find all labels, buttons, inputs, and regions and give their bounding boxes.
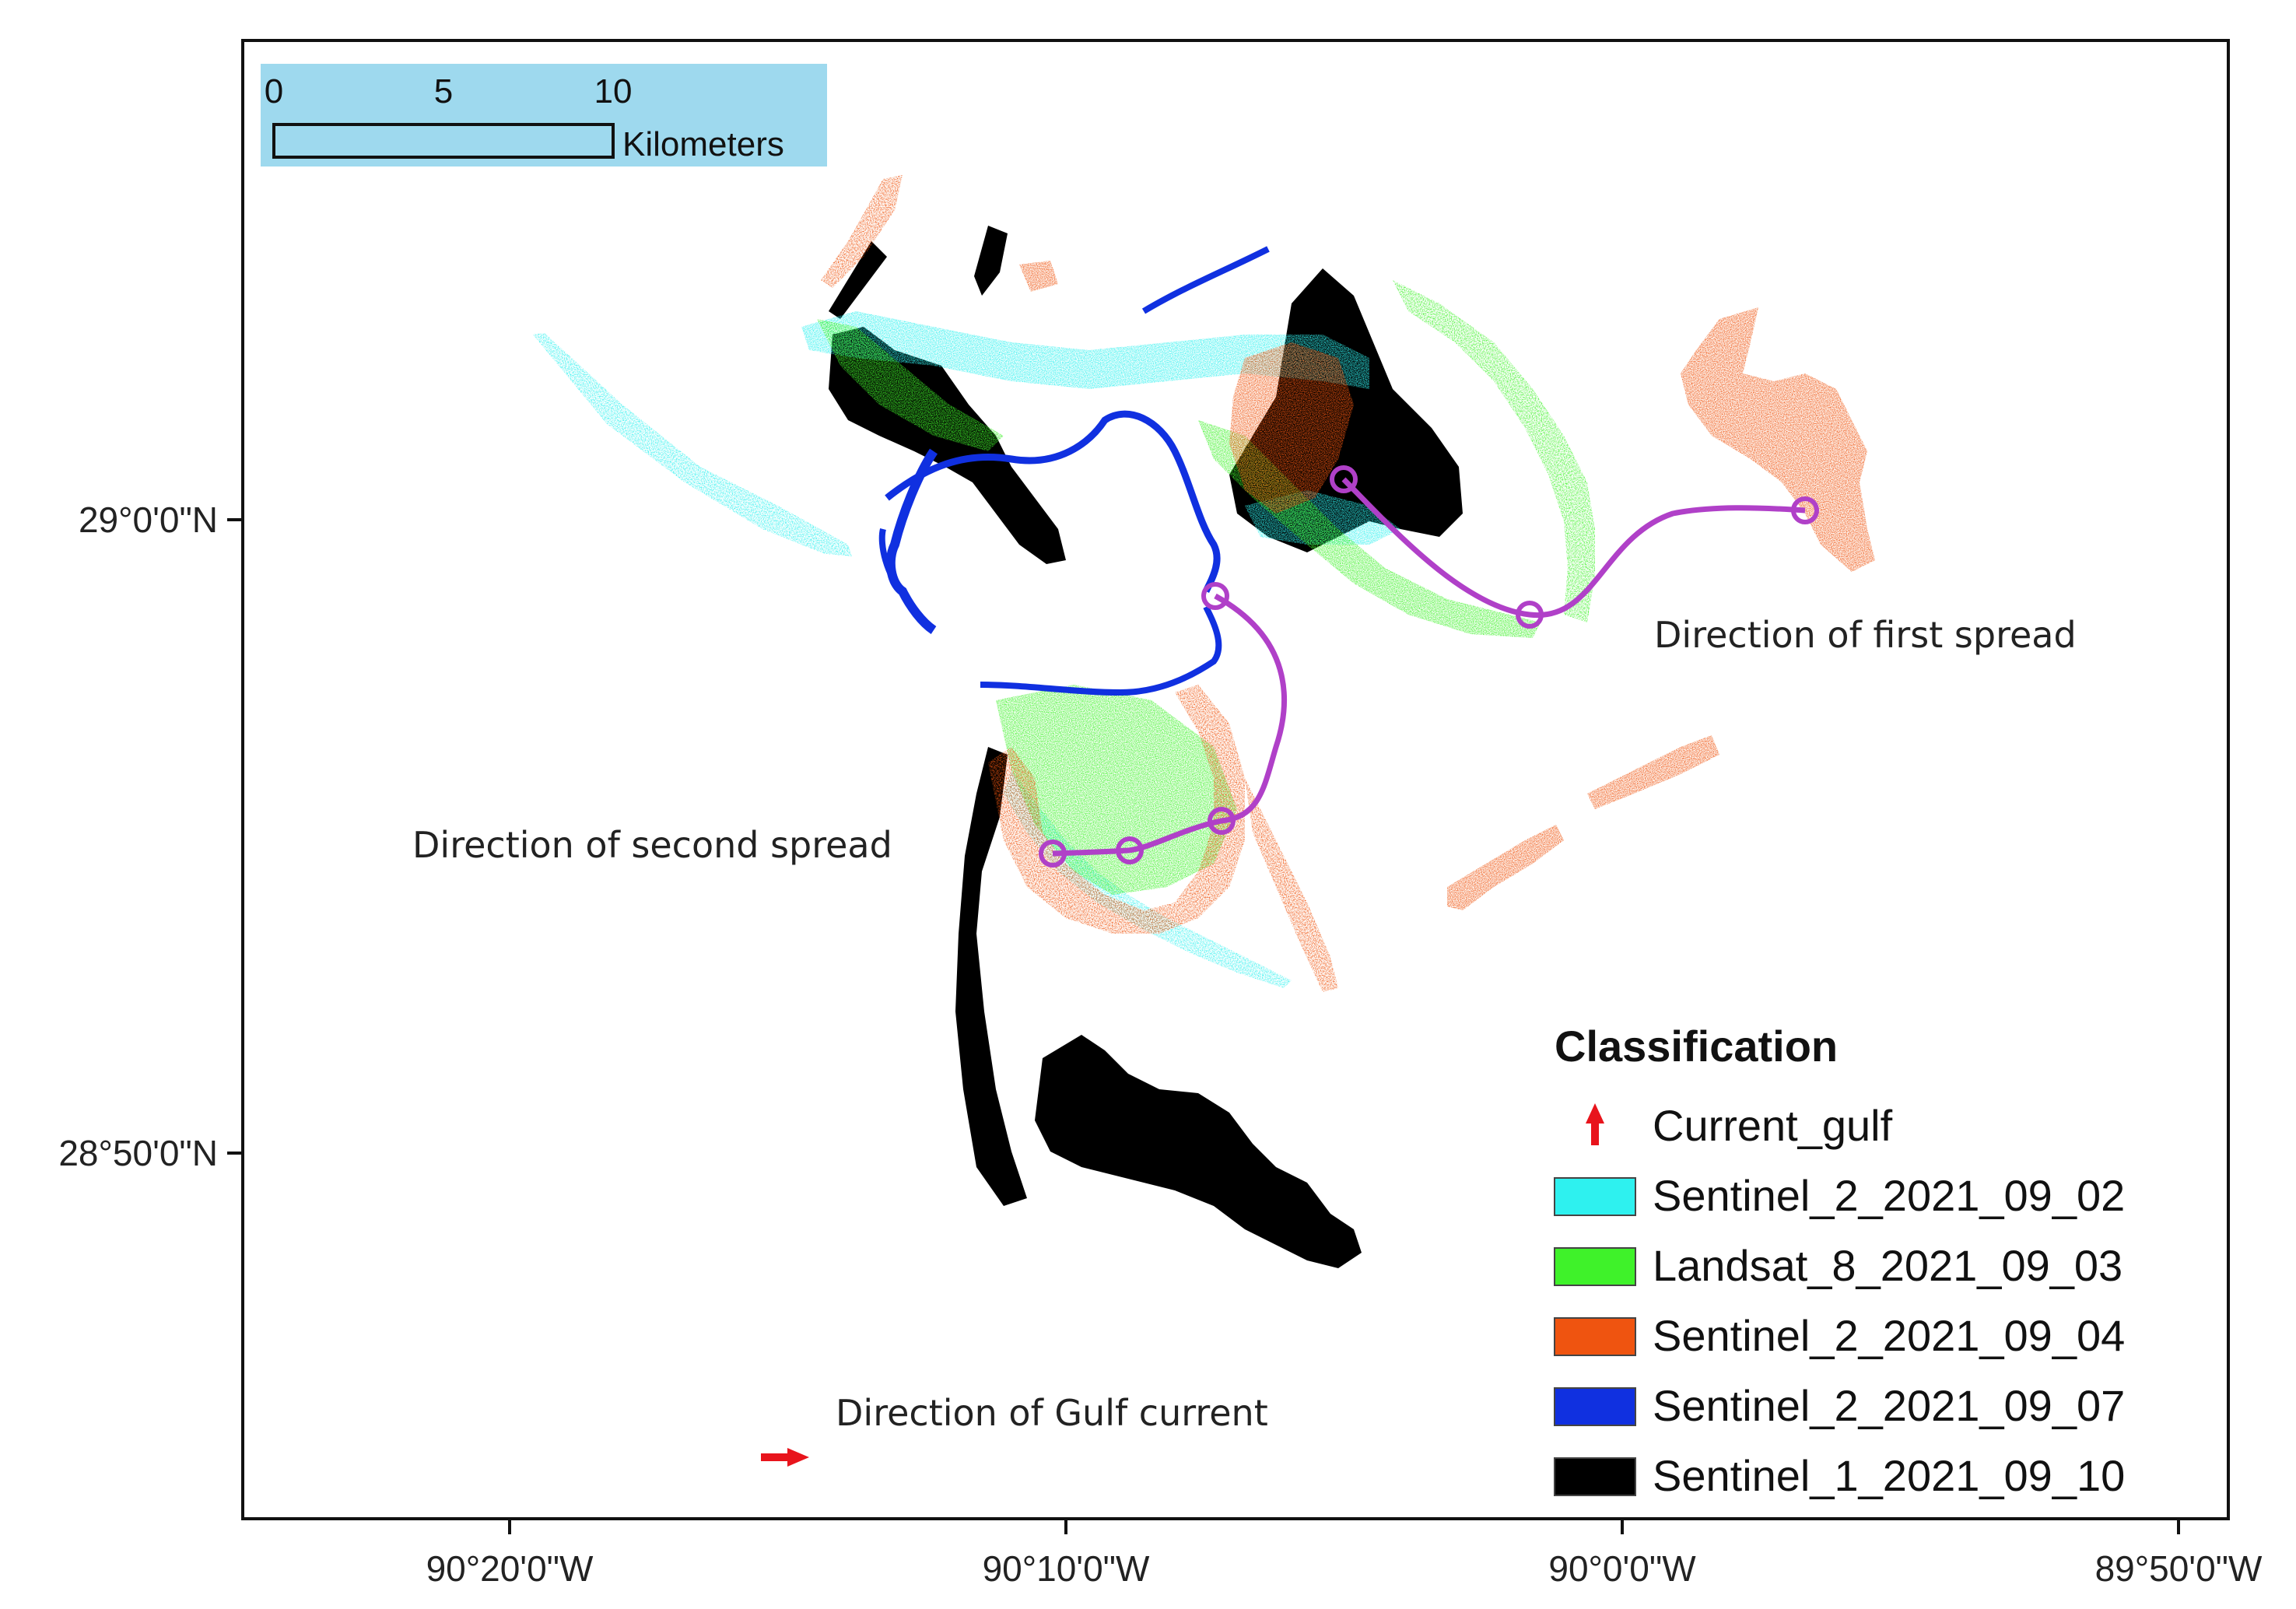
second-spread-marker-3 [1116, 836, 1144, 864]
legend-label-landsat-8-2021-09-03: Landsat_8_2021_09_03 [1653, 1241, 2122, 1290]
axis-ticks [227, 518, 2180, 1534]
second-spread-path [1039, 582, 1288, 868]
cyan-northern-band [801, 311, 1369, 389]
black-streak-north-1 [974, 226, 1008, 296]
scale-bar: 0 5 10 Kilometers [261, 64, 827, 167]
legend-item-landsat-8-2021-09-03: Landsat_8_2021_09_03 [1554, 1241, 2122, 1290]
blue-south-line [980, 605, 1222, 696]
cyan-southern-arc [1004, 770, 1292, 988]
scale-tick-10: 10 [594, 72, 633, 110]
second-spread-marker-2 [1208, 807, 1236, 835]
orange-southeast-streak-2 [1587, 735, 1719, 809]
black-streak-north-2 [829, 241, 887, 319]
first-spread-marker-1 [1330, 465, 1358, 493]
first-spread-curve [1341, 477, 1806, 619]
green-eastern-arc [1393, 280, 1595, 622]
legend-swatch-sentinel-2-2021-09-04 [1554, 1317, 1636, 1356]
black-large-patch [1035, 1035, 1362, 1268]
second-spread-marker-4 [1039, 840, 1067, 868]
legend-swatch-sentinel-1-2021-09-10 [1554, 1457, 1636, 1496]
annotation-second-spread: Direction of second spread [412, 824, 892, 866]
legend-swatch-sentinel-2-2021-09-07 [1554, 1387, 1636, 1426]
first-spread-path [1330, 465, 1819, 629]
scale-bar-bar [272, 123, 615, 159]
blue-west-branch [885, 448, 938, 634]
lon-label-90-10: 90°10'0"W [983, 1548, 1150, 1589]
legend-item-sentinel-2-2021-09-02: Sentinel_2_2021_09_02 [1554, 1171, 2125, 1220]
orange-southeast-streak-1 [1447, 825, 1564, 910]
legend-label-sentinel-2-2021-09-04: Sentinel_2_2021_09_04 [1653, 1311, 2125, 1360]
lon-label-89-50: 89°50'0"W [2095, 1548, 2263, 1589]
orange-east-patch [1681, 307, 1875, 572]
orange-northwest-streak [821, 175, 903, 288]
black-streak-south [955, 747, 1027, 1206]
scale-tick-0: 0 [265, 72, 283, 110]
first-spread-marker-3 [1791, 496, 1819, 524]
spill-sentinel-2-2021-09-04 [821, 175, 1875, 992]
legend-label-current-gulf: Current_gulf [1653, 1101, 1893, 1150]
gulf-current-arrow-icon [761, 1448, 809, 1467]
legend-item-sentinel-2-2021-09-04: Sentinel_2_2021_09_04 [1554, 1311, 2125, 1360]
lat-label-29-00: 29°0'0"N [79, 500, 218, 540]
annotation-gulf-current: Direction of Gulf current [836, 1392, 1268, 1434]
second-spread-marker-1 [1201, 582, 1229, 610]
blue-north-line [1141, 246, 1270, 314]
cyan-long-streak [533, 333, 852, 556]
green-northwest [817, 319, 1004, 451]
scale-tick-5: 5 [434, 72, 453, 110]
annotation-first-spread: Direction of first spread [1654, 614, 2077, 656]
lat-label-28-50: 28°50'0"N [58, 1133, 218, 1173]
legend-item-sentinel-2-2021-09-07: Sentinel_2_2021_09_07 [1554, 1381, 2125, 1430]
scale-unit: Kilometers [622, 125, 784, 163]
legend-swatch-landsat-8-2021-09-03 [1554, 1247, 1636, 1286]
lon-label-90-20: 90°20'0"W [426, 1548, 594, 1589]
orange-small-north [1019, 261, 1058, 292]
first-spread-marker-2 [1516, 601, 1544, 629]
legend-title: Classification [1555, 1022, 1838, 1071]
legend-item-sentinel-1-2021-09-10: Sentinel_1_2021_09_10 [1554, 1451, 2125, 1500]
orange-central-patch [1229, 342, 1354, 514]
arrow-up-icon [1586, 1103, 1604, 1145]
legend: Classification Current_gulf Sentinel_2_2… [1554, 1022, 2125, 1500]
lon-label-90-00: 90°0'0"W [1548, 1548, 1696, 1589]
legend-label-sentinel-2-2021-09-02: Sentinel_2_2021_09_02 [1653, 1171, 2125, 1220]
blue-central-loop [885, 410, 1221, 594]
legend-label-sentinel-2-2021-09-07: Sentinel_2_2021_09_07 [1653, 1381, 2125, 1430]
spill-sentinel-2-2021-09-07 [878, 246, 1270, 696]
legend-item-current-gulf: Current_gulf [1586, 1101, 1893, 1150]
orange-south-tail [1245, 778, 1338, 992]
orange-southern-ring [988, 685, 1245, 934]
blue-west-branch-2 [878, 528, 905, 594]
legend-swatch-sentinel-2-2021-09-02 [1554, 1177, 1636, 1216]
legend-label-sentinel-1-2021-09-10: Sentinel_1_2021_09_10 [1653, 1451, 2125, 1500]
